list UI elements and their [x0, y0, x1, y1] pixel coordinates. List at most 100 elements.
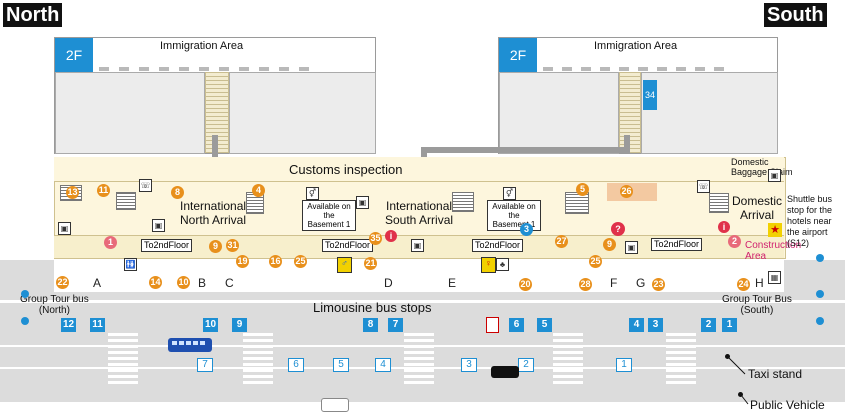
pin-26: 26 — [620, 185, 633, 198]
pin-20: 20 — [519, 278, 532, 291]
south-label: South — [764, 3, 827, 27]
stop-1: 1 — [722, 318, 737, 332]
stop-9: 9 — [232, 318, 247, 332]
public-vehicle-label: Public Vehicle — [750, 398, 825, 412]
stop-lower-1: 1 — [616, 358, 632, 372]
to2ndfloor-2: To2ndFloor — [322, 239, 374, 252]
restroom-blue-icon-2: ♀ — [481, 257, 496, 273]
group-tour-south-label: Group Tour Bus (South) — [722, 294, 792, 316]
restroom-blue-icon: ♂ — [337, 257, 352, 273]
crosswalk-1[interactable] — [108, 332, 138, 384]
bus-pole-icon-2 — [21, 317, 29, 325]
bus-pole-icon-1 — [21, 290, 29, 298]
pin-5: 5 — [576, 183, 589, 196]
stop-5: 5 — [537, 318, 552, 332]
shuttle-bus-label: Shuttle bus stop for the hotels near the… — [787, 194, 833, 248]
gate-D: D — [384, 276, 393, 290]
pin-13: 13 — [66, 186, 79, 199]
to2ndfloor-3: To2ndFloor — [472, 239, 524, 252]
domestic-baggage-label: Domestic Baggage Claim — [731, 157, 793, 177]
gate-A: A — [93, 276, 102, 290]
pin-9b: 9 — [603, 238, 616, 251]
pin-27: 27 — [555, 235, 568, 248]
road-right-wing — [784, 260, 845, 295]
pin-23: 23 — [652, 278, 665, 291]
stop-lower-5: 5 — [333, 358, 349, 372]
luggage-icon: ▣ — [58, 222, 71, 235]
immigration-title-south: Immigration Area — [594, 40, 678, 52]
pin-25b: 25 — [589, 255, 602, 268]
stop-2: 2 — [701, 318, 716, 332]
south-corridor — [619, 72, 641, 153]
to2ndfloor-1: To2ndFloor — [141, 239, 193, 252]
north-label: North — [3, 3, 63, 27]
stop-lower-3: 3 — [461, 358, 477, 372]
stop-11: 11 — [90, 318, 105, 332]
stop-10: 10 — [203, 318, 218, 332]
customs-title: Customs inspection — [289, 162, 403, 177]
stop-7: 7 — [388, 318, 403, 332]
pin-19: 19 — [236, 255, 249, 268]
marker-34: 34 — [643, 80, 657, 110]
domestic-arrival-label: Domestic Arrival — [732, 194, 783, 222]
pin-9a: 9 — [209, 240, 222, 253]
atm-icon: ▣ — [152, 219, 165, 232]
pin-4: 4 — [252, 184, 265, 197]
car-icon — [321, 398, 349, 412]
stop-3: 3 — [648, 318, 663, 332]
info-icon-south: i — [385, 230, 397, 242]
crosswalk-5[interactable] — [666, 332, 696, 384]
floor-badge-north: 2F — [55, 38, 93, 72]
pin-16: 16 — [269, 255, 282, 268]
restroom-icon-1: ⚥ — [306, 187, 319, 200]
pin-31: 31 — [226, 239, 239, 252]
pin-14: 14 — [149, 276, 162, 289]
crosswalk-3[interactable] — [404, 332, 434, 384]
north-room-left — [55, 72, 205, 154]
map-icon: ▦ — [768, 271, 781, 284]
stop-lower-4: 4 — [375, 358, 391, 372]
pin-red-question: ? — [611, 222, 625, 236]
stop-12: 12 — [61, 318, 76, 332]
bus-pole-icon-4 — [816, 290, 824, 298]
pin-11: 11 — [97, 184, 110, 197]
pin-red-1: 1 — [104, 236, 117, 249]
to2ndfloor-4: To2ndFloor — [651, 238, 703, 251]
pin-28: 28 — [579, 278, 592, 291]
shuttle-star-icon: ★ — [768, 223, 782, 237]
stairs-2 — [116, 192, 136, 210]
info-icon-domestic: i — [718, 221, 730, 233]
pin-10: 10 — [177, 276, 190, 289]
crosswalk-2[interactable] — [243, 332, 273, 384]
road-left-wing — [0, 260, 54, 295]
gate-C: C — [225, 276, 234, 290]
telephone-icon-2: ☏ — [697, 180, 710, 193]
south-room-left — [499, 72, 619, 154]
gate-G: G — [636, 276, 646, 290]
taxi-icon — [491, 366, 519, 378]
south-arrival-label: International South Arrival — [385, 199, 454, 227]
gate-F: F — [610, 276, 618, 290]
stop-lower-2: 2 — [518, 358, 534, 372]
floor2-south-panel: 2F Immigration Area 34 — [498, 37, 778, 154]
immigration-title-north: Immigration Area — [160, 40, 244, 52]
restroom-icon-north: 🚻 — [124, 258, 137, 271]
group-tour-north-label: Group Tour bus (North) — [20, 294, 89, 316]
floor2-north-panel: 2F Immigration Area — [54, 37, 376, 154]
restroom-icon-2: ⚥ — [503, 187, 516, 200]
atm-icon-2: ▣ — [356, 196, 369, 209]
public-pointer-dot — [738, 392, 743, 397]
bus-stop-sign-icon — [486, 317, 499, 333]
gate-B: B — [198, 276, 207, 290]
curb — [0, 300, 845, 303]
crosswalk-4[interactable] — [553, 332, 583, 384]
baggage-icon: ▣ — [768, 169, 781, 182]
stairs-6 — [709, 193, 729, 213]
taxi-pointer-dot — [725, 354, 730, 359]
stop-lower-7: 7 — [197, 358, 213, 372]
pin-8: 8 — [171, 186, 184, 199]
pin-red-2: 2 — [728, 235, 741, 248]
customs-bar — [54, 157, 784, 182]
pin-21: 21 — [364, 257, 377, 270]
